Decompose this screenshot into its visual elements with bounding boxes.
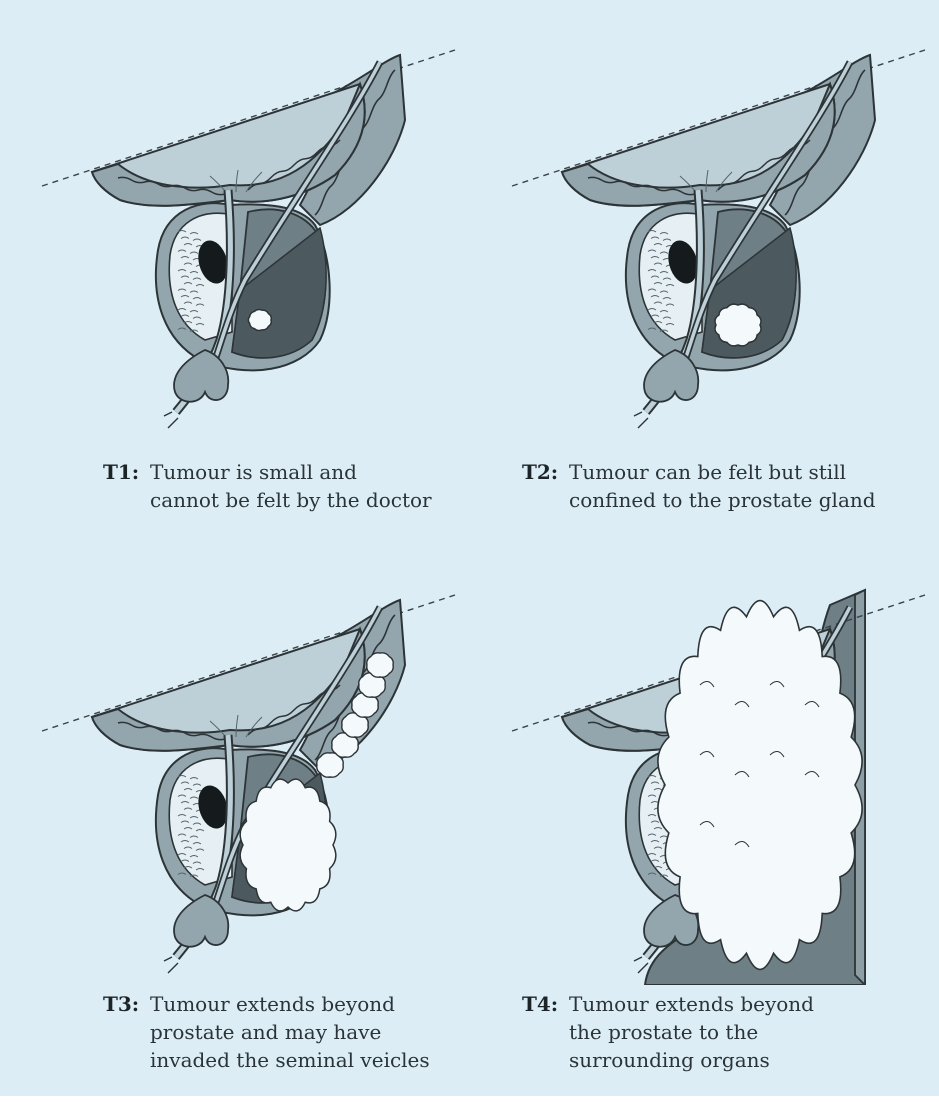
t4-caption-line-1: Tumour extends beyond (569, 990, 929, 1018)
cut-mark (634, 957, 648, 973)
t4-stage-code: T4: (522, 990, 558, 1018)
t2-stage-code: T2: (522, 458, 558, 486)
t3-prostate-illustration (0, 545, 470, 985)
tumour-small (248, 309, 271, 330)
t3-caption-line-1: Tumour extends beyond (150, 990, 510, 1018)
t4-caption-line-3: surrounding organs (569, 1046, 929, 1074)
stage-t4: T4: Tumour extends beyond the prostate t… (470, 545, 939, 1105)
cut-mark (164, 957, 178, 973)
t3-caption-line-2: prostate and may have (150, 1018, 510, 1046)
tumour-seminal-nodule (367, 653, 393, 677)
stage-t2: T2: Tumour can be felt but still confine… (470, 0, 939, 560)
stage-t3: T3: Tumour extends beyond prostate and m… (0, 545, 470, 1105)
t4-caption-line-2: the prostate to the (569, 1018, 929, 1046)
t1-prostate-illustration (0, 0, 470, 440)
t1-stage-code: T1: (103, 458, 139, 486)
t2-caption-line-2: confined to the prostate gland (569, 486, 929, 514)
stage-t1: T1: Tumour is small and cannot be felt b… (0, 0, 470, 560)
t2-caption-line-1: Tumour can be felt but still (569, 458, 929, 486)
tumour-medium (715, 304, 761, 346)
cut-mark (634, 412, 648, 428)
t4-prostate-illustration (470, 545, 939, 985)
cut-mark (164, 412, 178, 428)
t1-caption-line-1: Tumour is small and (150, 458, 510, 486)
t3-caption-line-3: invaded the seminal veicles (150, 1046, 510, 1074)
t3-stage-code: T3: (103, 990, 139, 1018)
t2-prostate-illustration (470, 0, 939, 440)
t1-caption-line-2: cannot be felt by the doctor (150, 486, 510, 514)
